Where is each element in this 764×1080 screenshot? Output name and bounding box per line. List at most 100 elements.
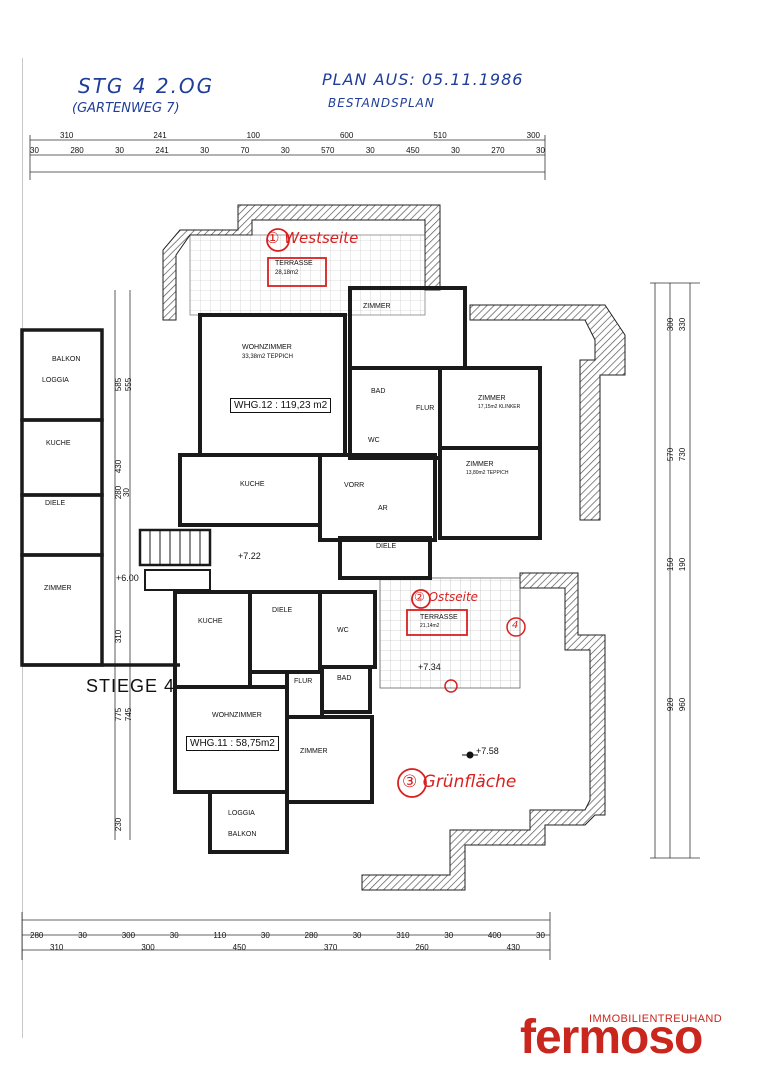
westseite-annotation: ① Westseite xyxy=(266,229,359,247)
dim-left-4: 30 xyxy=(121,488,131,497)
room-vorr: VORR xyxy=(344,482,365,489)
dim-left-5: 280 xyxy=(114,485,124,500)
top-dimension-row1: 310 241 100 600 510 300 xyxy=(60,131,540,140)
stair-label: STIEGE 4 xyxy=(86,676,176,696)
whg12-walls xyxy=(178,286,542,580)
level-758: +7.58 xyxy=(476,746,499,756)
left-unit-walls xyxy=(20,328,180,667)
ostseite-annotation: ② Ostseite xyxy=(414,590,479,604)
east-terrace-marker xyxy=(406,609,468,636)
bottom-dimension-lines xyxy=(21,912,551,960)
whg11-label: WHG.11 : 58,75m2 xyxy=(186,736,279,751)
dim-bot-8: 30 xyxy=(352,931,362,940)
dim-right-3: 570 xyxy=(666,447,676,462)
room-kuche-11: KUCHE xyxy=(198,618,223,625)
dim-bot2-2: 300 xyxy=(141,943,155,952)
dim-right-2: 330 xyxy=(678,317,688,332)
dim-top2-2: 280 xyxy=(70,146,84,155)
dim-top2-5: 30 xyxy=(200,146,210,155)
room-wc: WC xyxy=(368,437,380,444)
dim-top-4: 600 xyxy=(339,131,354,140)
bottom-dimension-row2: 310 300 450 370 260 430 xyxy=(50,943,520,952)
room-kuche-left: KUCHE xyxy=(46,440,71,447)
plan-type-note: BESTANDSPLAN xyxy=(328,96,435,110)
dim-bot-2: 30 xyxy=(78,931,87,940)
room-bad: BAD xyxy=(371,388,386,395)
room-wohnzimmer-12: WOHNZIMMER xyxy=(242,344,292,351)
dim-right-7: 920 xyxy=(666,697,676,712)
room-zimmer-r1: ZIMMER xyxy=(478,395,506,402)
dim-right-5: 150 xyxy=(666,557,676,572)
dim-right-4: 730 xyxy=(678,447,688,462)
room-kuche-12: KUCHE xyxy=(240,481,265,488)
whg11-walls xyxy=(173,590,377,854)
room-flur: FLUR xyxy=(416,405,435,412)
dim-bot-12: 30 xyxy=(536,931,545,940)
dim-bot-1: 280 xyxy=(30,931,44,940)
dim-left-8: 745 xyxy=(124,707,134,722)
stair-floor-note: STG 4 2.OG xyxy=(78,74,215,98)
company-logo: fermoso xyxy=(520,1011,703,1064)
dim-bot-11: 400 xyxy=(487,931,502,940)
dim-bot-4: 30 xyxy=(169,931,179,940)
room-flur-11: FLUR xyxy=(294,678,313,685)
dim-right-6: 190 xyxy=(678,557,688,572)
dim-left-9: 230 xyxy=(114,817,124,832)
dim-top-6: 300 xyxy=(526,131,540,140)
room-loggia-left: LOGGIA xyxy=(42,377,69,384)
room-loggia-11: LOGGIA xyxy=(228,810,255,817)
top-dimension-lines xyxy=(29,135,546,180)
room-zimmer-top: ZIMMER xyxy=(363,303,391,310)
left-dimension-lines xyxy=(114,290,131,840)
room-wohnzimmer-11: WOHNZIMMER xyxy=(212,712,262,719)
whg12-label: WHG.12 : 119,23 m2 xyxy=(230,398,332,413)
dim-left-6: 310 xyxy=(114,629,124,644)
dim-left-1: 585 xyxy=(114,377,124,392)
circle-3-marker xyxy=(397,768,427,798)
west-terrace-label: TERRASSE xyxy=(275,260,313,267)
staircase xyxy=(138,528,212,591)
bottom-dimension-row1: 280 30 300 30 110 30 280 30 310 30 400 3… xyxy=(30,931,545,940)
dim-top2-12: 270 xyxy=(491,146,505,155)
gruenflaeche-annotation: ③ Grünfläche xyxy=(402,772,517,792)
level-734: +7.34 xyxy=(418,662,441,672)
level-722: +7.22 xyxy=(238,551,261,561)
room-zimmer-r2: ZIMMER xyxy=(466,461,494,468)
circle-4-annotation: 4 xyxy=(512,620,519,631)
dim-bot-5: 110 xyxy=(213,931,227,940)
west-terrace-area: 28,18m2 xyxy=(275,270,299,276)
dim-right-1: 300 xyxy=(666,317,676,332)
dim-bot2-6: 430 xyxy=(506,943,520,952)
room-bad-11: BAD xyxy=(337,675,352,682)
dim-top-2: 241 xyxy=(153,131,167,140)
dim-left-2: 555 xyxy=(124,377,134,392)
right-dimension-lines xyxy=(650,282,700,859)
dim-bot2-3: 450 xyxy=(232,943,247,952)
dim-top2-6: 70 xyxy=(240,146,250,155)
circle-2-marker xyxy=(411,589,431,609)
dim-top2-11: 30 xyxy=(450,146,460,155)
east-terrace-area-label: 21,14m2 xyxy=(420,623,440,629)
room-diele-12: DIELE xyxy=(376,543,397,550)
dim-bot-9: 310 xyxy=(396,931,410,940)
dim-bot2-4: 370 xyxy=(323,943,338,952)
dim-top2-13: 30 xyxy=(536,146,545,155)
dim-bot2-1: 310 xyxy=(50,943,64,952)
circle-1-marker xyxy=(266,228,290,252)
green-area-parapet xyxy=(361,572,606,891)
dim-top-3: 100 xyxy=(246,131,261,140)
dim-top2-10: 450 xyxy=(406,146,420,155)
dim-top2-9: 30 xyxy=(365,146,375,155)
dim-bot-10: 30 xyxy=(444,931,454,940)
east-terrace-area xyxy=(379,577,521,689)
dim-left-3: 430 xyxy=(114,459,124,474)
dim-top2-4: 241 xyxy=(155,146,169,155)
room-ar: AR xyxy=(378,505,388,512)
east-parapet xyxy=(469,304,626,521)
room-balkon-left: BALKON xyxy=(52,356,81,363)
room-zimmer-11: ZIMMER xyxy=(300,748,328,755)
level-600: +6.00 xyxy=(116,573,139,583)
room-diele-left: DIELE xyxy=(45,500,66,507)
dim-bot2-5: 260 xyxy=(415,943,429,952)
room-wc-11: WC xyxy=(337,627,349,634)
